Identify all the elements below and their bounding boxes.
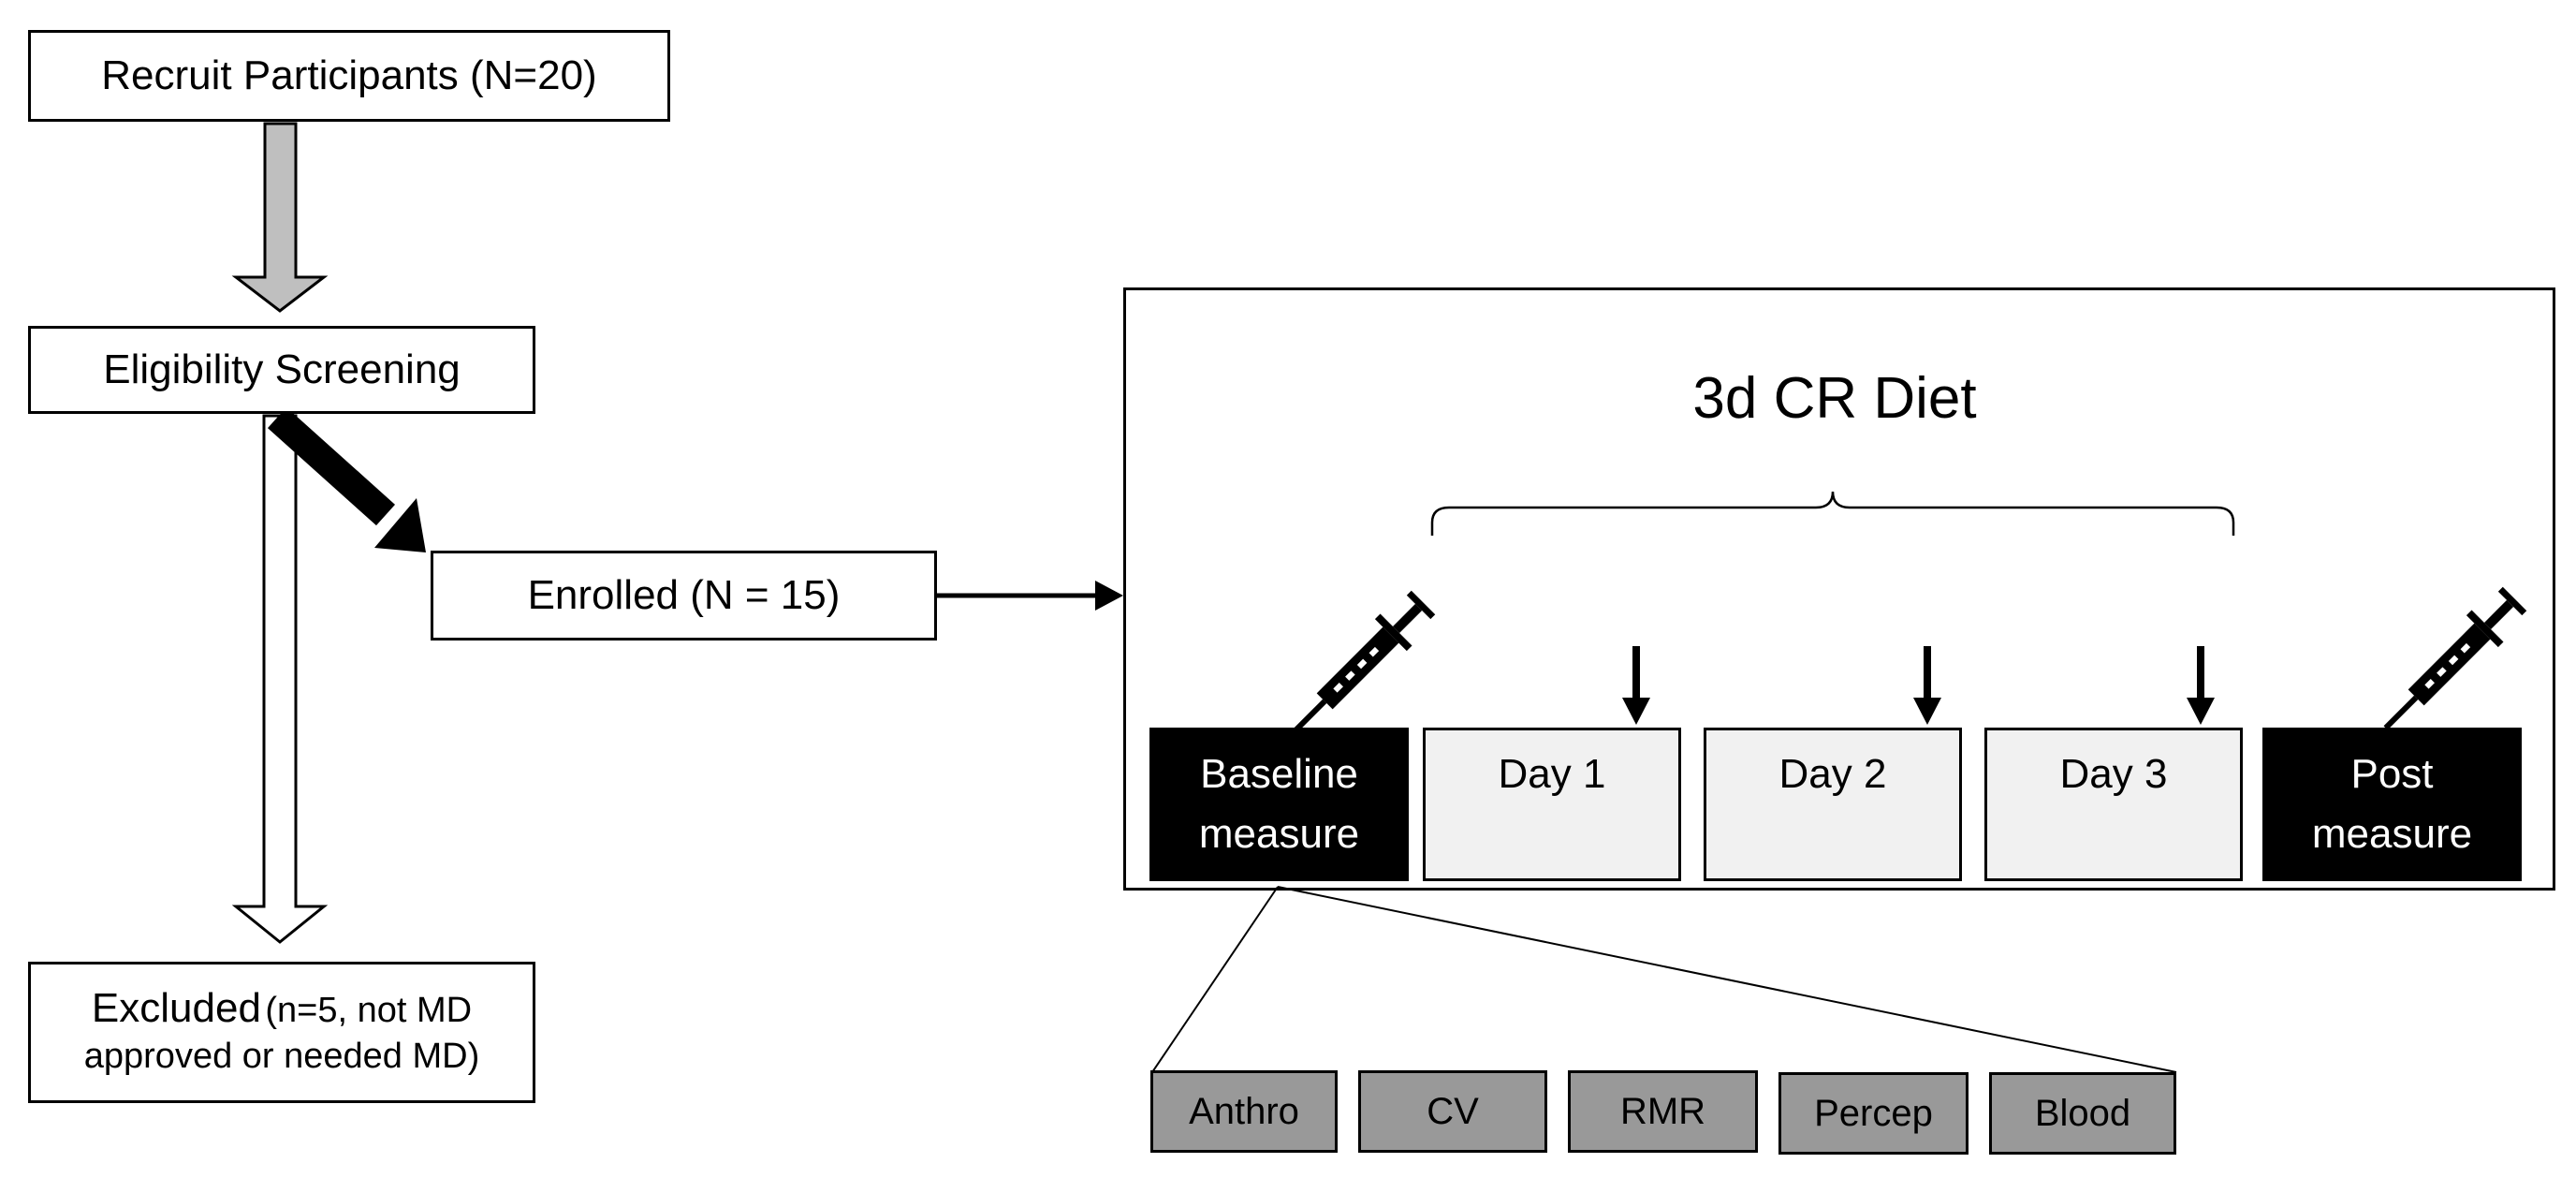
arrow-enrolled-to-protocol	[937, 581, 1123, 611]
day-3-box: Day 3	[1984, 728, 2243, 881]
excluded-box: Excluded (n=5, not MD approved or needed…	[28, 962, 535, 1103]
connector-left	[1151, 886, 1279, 1073]
protocol-panel	[1123, 287, 2555, 891]
diet-title: 3d CR Diet	[1692, 366, 1977, 431]
measure-anthro: Anthro	[1150, 1070, 1338, 1153]
measure-blood-label: Blood	[2034, 1092, 2131, 1134]
measure-percep-label: Percep	[1814, 1092, 1933, 1134]
measure-rmr-label: RMR	[1619, 1090, 1706, 1132]
enrolled-box: Enrolled (N = 15)	[431, 551, 937, 641]
baseline-label-2: measure	[1198, 811, 1360, 857]
enrolled-label: Enrolled (N = 15)	[527, 571, 841, 618]
day-1-box: Day 1	[1423, 728, 1681, 881]
arrow-screening-to-excluded	[231, 414, 329, 944]
recruit-box: Recruit Participants (N=20)	[28, 30, 670, 122]
arrow-recruit-to-screening	[231, 122, 329, 313]
measure-percep: Percep	[1778, 1072, 1969, 1155]
baseline-label-1: Baseline	[1200, 751, 1358, 798]
measure-cv-label: CV	[1427, 1090, 1479, 1132]
diet-brace	[1430, 491, 2235, 536]
day-2-box: Day 2	[1704, 728, 1962, 881]
measure-anthro-label: Anthro	[1189, 1090, 1299, 1132]
day-1-label: Day 1	[1498, 751, 1606, 797]
down-arrow-icon	[1913, 646, 1941, 725]
syringe-icon	[1292, 590, 1436, 734]
day-3-label: Day 3	[2059, 751, 2168, 797]
excluded-detail-1: (n=5, not MD	[265, 991, 473, 1031]
post-label-2: measure	[2311, 811, 2473, 857]
baseline-box: Baseline measure	[1149, 728, 1409, 881]
excluded-line-1: Excluded (n=5, not MD	[92, 984, 472, 1034]
down-arrow-icon	[1622, 646, 1650, 725]
measure-cv: CV	[1358, 1070, 1547, 1153]
excluded-label: Excluded	[91, 985, 261, 1032]
day-2-label: Day 2	[1778, 751, 1887, 797]
recruit-label: Recruit Participants (N=20)	[101, 52, 597, 98]
connector-right	[1277, 886, 2177, 1073]
screening-box: Eligibility Screening	[28, 326, 535, 414]
post-box: Post measure	[2262, 728, 2522, 881]
excluded-detail-2: approved or needed MD)	[83, 1037, 480, 1077]
syringe-icon	[2383, 586, 2527, 730]
arrow-screening-to-enrolled	[267, 406, 426, 552]
post-label-1: Post	[2350, 751, 2434, 798]
screening-label: Eligibility Screening	[103, 346, 461, 392]
down-arrow-icon	[2187, 646, 2215, 725]
measure-blood: Blood	[1989, 1072, 2176, 1155]
measure-rmr: RMR	[1568, 1070, 1758, 1153]
